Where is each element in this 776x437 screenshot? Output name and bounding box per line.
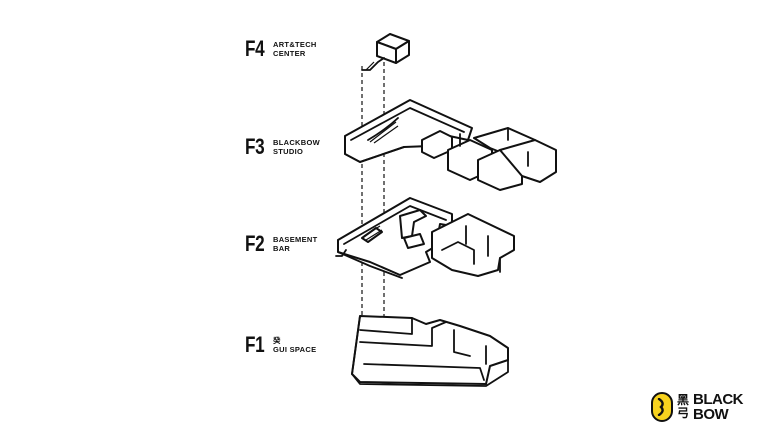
floor-name-line: STUDIO xyxy=(273,147,304,156)
floor-name: BLACKBOW STUDIO xyxy=(273,138,320,156)
logo-wordmark: BLACK BOW xyxy=(693,391,744,423)
floor-name: 癸 GUI SPACE xyxy=(273,336,316,354)
logo-cjk-line: 黑 xyxy=(677,393,690,407)
floor-label-f4: F4 ART&TECH CENTER xyxy=(245,38,317,60)
f4-cube-plan xyxy=(361,33,410,71)
bow-icon xyxy=(657,398,664,416)
floor-name-line: ART&TECH xyxy=(273,40,317,49)
floor-label-f1: F1 癸 GUI SPACE xyxy=(245,334,316,356)
logo-mark-icon xyxy=(651,392,673,422)
f2-bar-plan xyxy=(335,197,515,279)
f1-gui-space-plan xyxy=(351,315,509,387)
floor-label-f2: F2 BASEMENT BAR xyxy=(245,233,318,255)
logo-word: BLACK xyxy=(693,391,744,408)
logo-word: BOW xyxy=(693,406,729,423)
floor-number: F4 xyxy=(245,36,265,61)
floor-name-line: GUI SPACE xyxy=(273,345,317,354)
floor-number: F1 xyxy=(245,332,265,357)
floor-name-line: 癸 xyxy=(273,336,281,345)
floor-name-line: CENTER xyxy=(273,49,306,58)
floor-name-line: BASEMENT xyxy=(273,235,318,244)
floor-name: BASEMENT BAR xyxy=(273,235,318,253)
floor-name: ART&TECH CENTER xyxy=(273,40,317,58)
floor-name-line: BAR xyxy=(273,244,291,253)
logo-cjk-line: 弓 xyxy=(677,406,690,420)
floor-number: F2 xyxy=(245,231,265,256)
floor-name-line: BLACKBOW xyxy=(273,138,320,147)
floor-number: F3 xyxy=(245,134,265,159)
logo-cjk: 黑 弓 xyxy=(677,394,691,420)
floor-label-f3: F3 BLACKBOW STUDIO xyxy=(245,136,320,158)
f3-studio-plan xyxy=(344,99,557,191)
blackbow-logo: 黑 弓 BLACK BOW xyxy=(651,391,744,423)
